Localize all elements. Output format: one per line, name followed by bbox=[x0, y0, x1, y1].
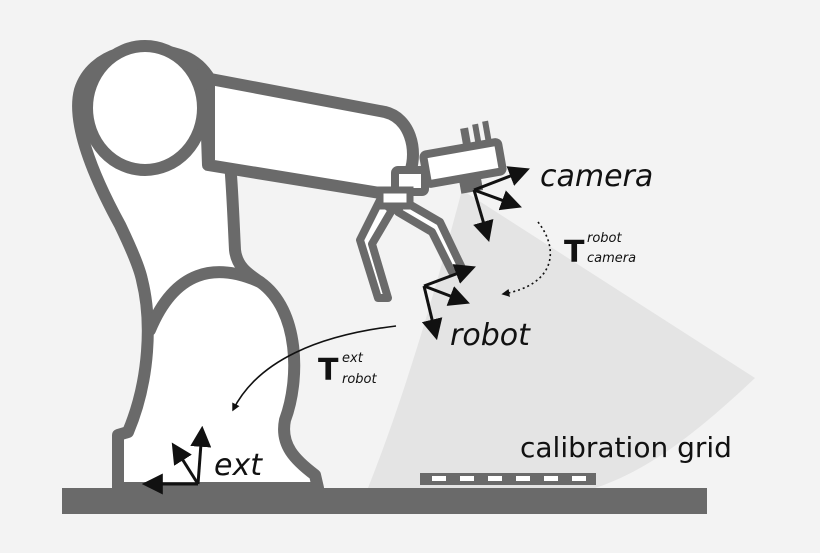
transform-symbol: T bbox=[564, 235, 585, 270]
transform-superscript: ext bbox=[342, 351, 364, 366]
transform-robot-camera: T robot camera bbox=[564, 231, 636, 270]
robot-frame-axes bbox=[421, 264, 476, 341]
transform-superscript: robot bbox=[587, 231, 623, 246]
robot-label: robot bbox=[450, 318, 531, 353]
robot-shoulder-joint bbox=[81, 40, 209, 176]
calibration-grid-plate bbox=[420, 473, 596, 485]
robot-camera-transform-arc bbox=[501, 221, 552, 297]
transform-symbol: T bbox=[318, 353, 339, 388]
calibration-grid-label: calibration grid bbox=[520, 431, 732, 464]
ext-robot-transform-arc bbox=[232, 325, 397, 412]
camera-frame-axes bbox=[472, 166, 530, 243]
camera-label: camera bbox=[540, 159, 653, 194]
robot-gripper bbox=[356, 186, 466, 302]
transform-subscript: camera bbox=[587, 251, 636, 266]
transform-ext-robot: T ext robot bbox=[318, 351, 378, 388]
robot-lower-link-curve bbox=[144, 266, 266, 336]
ext-frame-axes bbox=[141, 425, 212, 495]
ext-label: ext bbox=[214, 448, 263, 483]
transform-subscript: robot bbox=[342, 372, 378, 387]
